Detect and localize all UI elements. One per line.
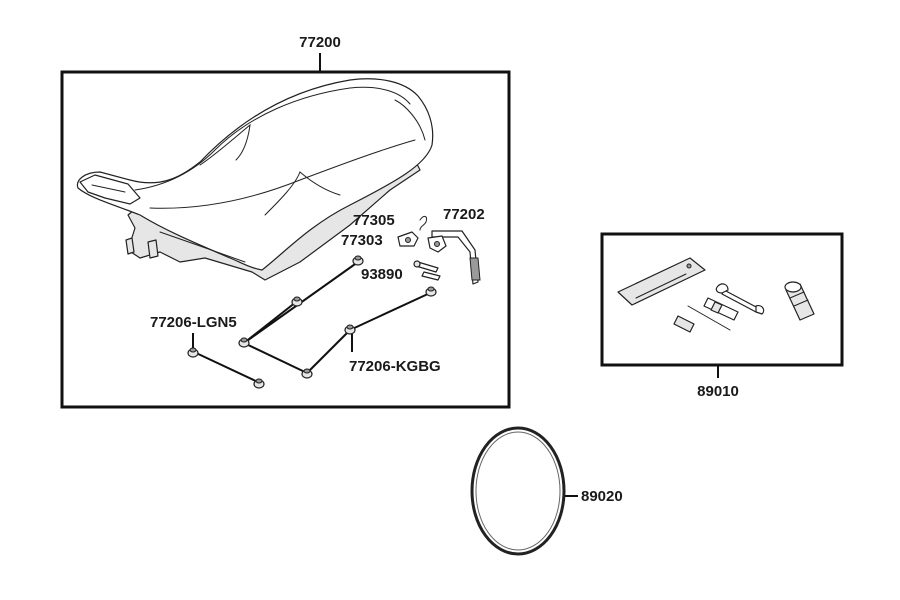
- label-89020: 89020: [581, 488, 623, 505]
- label-77206-lgn5: 77206-LGN5: [150, 314, 237, 331]
- label-77303: 77303: [341, 232, 383, 249]
- cushion-icon: [187, 347, 199, 358]
- label-77206-kgbg: 77206-KGBG: [349, 358, 441, 375]
- socket-icon: [703, 297, 739, 321]
- label-93890: 93890: [361, 266, 403, 283]
- spark-plug-tool-icon: [784, 281, 815, 321]
- cushion-icon: [352, 255, 364, 266]
- wrench-icon: [715, 283, 765, 315]
- hook-part: [419, 215, 427, 231]
- cushion-icon: [344, 324, 356, 335]
- cushion-icon: [301, 368, 313, 379]
- cushion-icon: [238, 337, 250, 348]
- label-77305: 77305: [353, 212, 395, 229]
- latch-cable-part: [431, 230, 481, 285]
- seat-assembly-group: 77200 77305: [60, 34, 511, 409]
- cushion-icon: [253, 378, 265, 389]
- bolt-part: [413, 260, 441, 281]
- cushion-set-left: [187, 255, 364, 389]
- cushion-set-right: [301, 286, 437, 379]
- seat-drawing: [76, 78, 434, 281]
- band-group: 89020: [470, 426, 623, 556]
- label-89010: 89010: [697, 383, 739, 400]
- label-77200: 77200: [299, 34, 341, 51]
- tool-bag-icon: [617, 257, 706, 306]
- latch-bracket-part: [397, 231, 447, 253]
- tool-kit-frame: [600, 232, 844, 367]
- cushion-icon: [425, 286, 437, 297]
- label-77202: 77202: [443, 206, 485, 223]
- tool-kit-group: 89010: [600, 232, 844, 400]
- screwdriver-icon: [673, 305, 731, 333]
- cushion-icon: [291, 296, 303, 307]
- band-part: [470, 426, 566, 556]
- seat-assembly-frame: [60, 70, 511, 409]
